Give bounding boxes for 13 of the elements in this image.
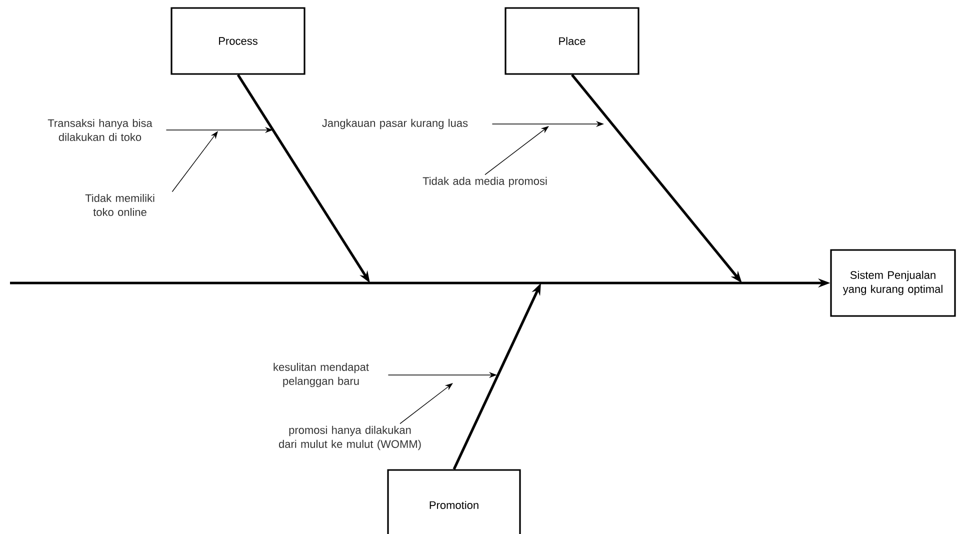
cause-text: promosi hanya dilakukan dari mulut ke mulut (WOMM) — [278, 426, 421, 450]
cause-text: kesulitan mendapat pelanggan baru — [274, 362, 369, 388]
cause-text: Jangkauan pasar kurang luas — [322, 118, 468, 130]
cause-box: Process — [170, 7, 306, 75]
cause-box: Place — [504, 7, 640, 75]
cause-box: Promotion — [387, 469, 521, 534]
cause-text: Tidak memiliki toko online — [85, 194, 154, 216]
cause-text: Transaksi hanya bisa dilakukan di toko — [48, 118, 152, 142]
arrow — [172, 131, 218, 192]
arrow — [400, 383, 453, 424]
cause-text: Tidak ada media promosi — [422, 176, 547, 188]
arrow — [484, 126, 549, 176]
effect-box: Sistem Penjualan yang kurang optimal — [830, 249, 956, 317]
